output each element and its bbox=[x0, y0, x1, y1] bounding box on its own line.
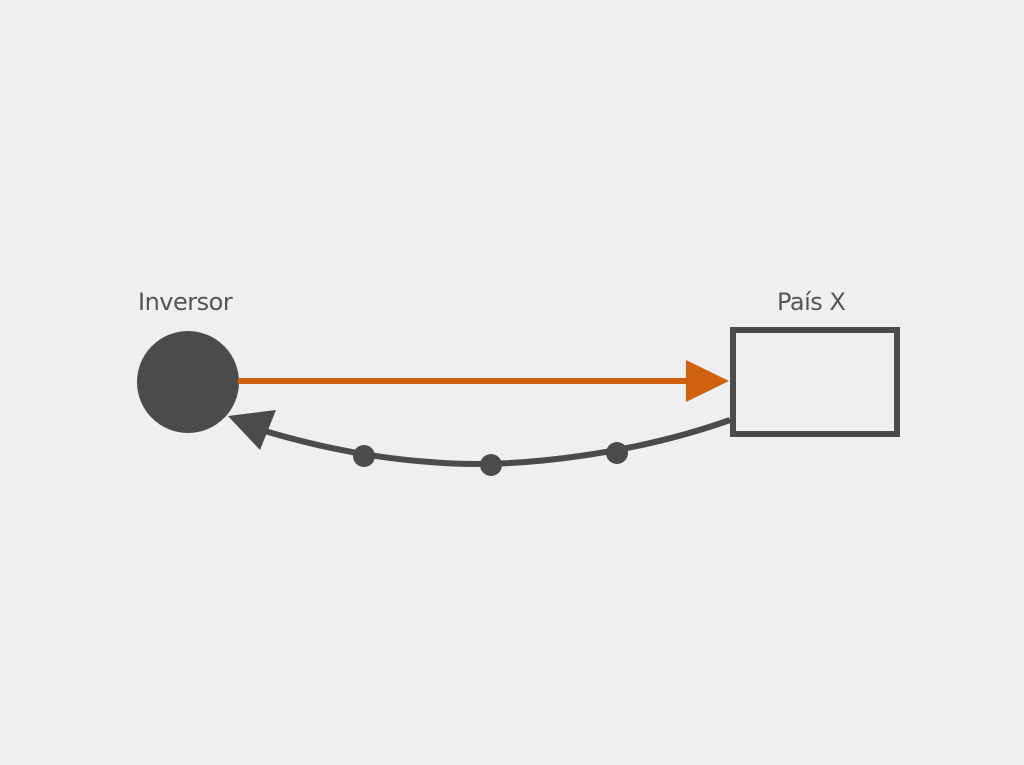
arrowhead-left-icon bbox=[228, 410, 276, 450]
flow-dot bbox=[353, 445, 375, 467]
investment-arrow bbox=[238, 360, 729, 402]
flow-dot bbox=[606, 442, 628, 464]
investor-node bbox=[137, 331, 239, 433]
investor-label: Inversor bbox=[138, 288, 233, 316]
flow-dot bbox=[480, 454, 502, 476]
country-node bbox=[730, 327, 900, 437]
return-arrow bbox=[228, 410, 732, 476]
country-label: País X bbox=[777, 288, 846, 316]
arrowhead-right-icon bbox=[686, 360, 729, 402]
